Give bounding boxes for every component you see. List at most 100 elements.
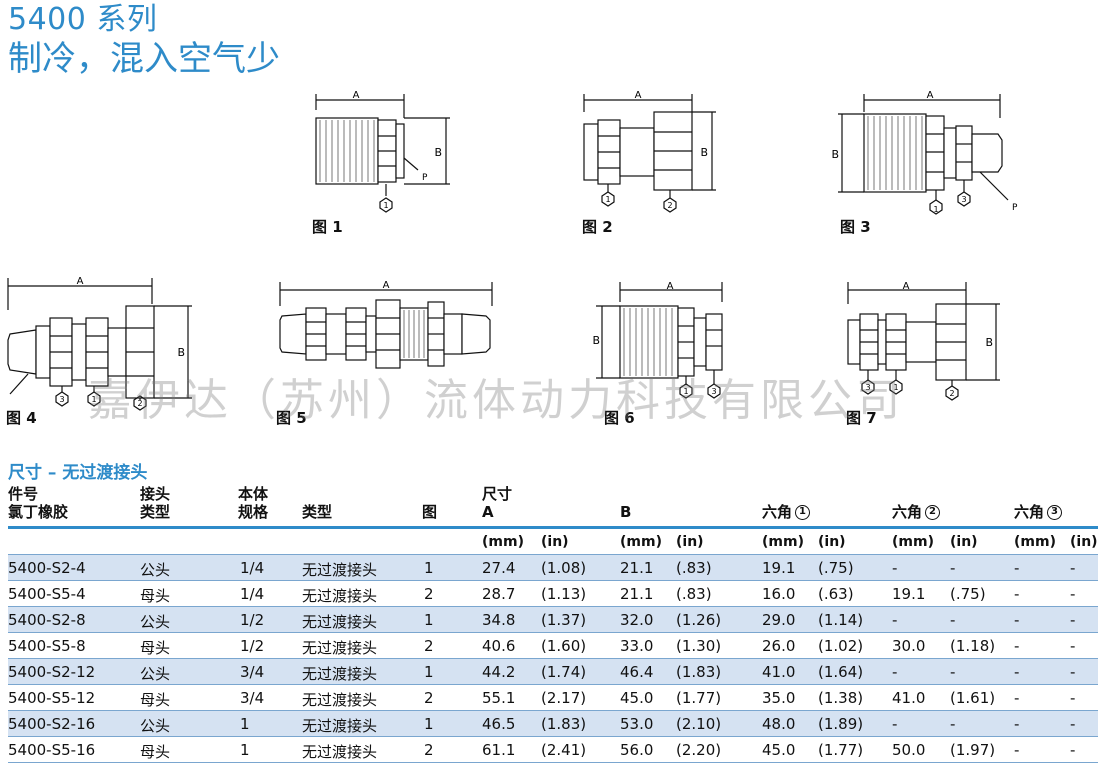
cell-h1-mm: 45.0 bbox=[762, 741, 796, 759]
cell-b-in: (2.20) bbox=[676, 741, 722, 759]
cell-end: 公头 bbox=[140, 613, 171, 631]
unit-h1-in: (in) bbox=[818, 534, 846, 550]
figure-2-hex-2: 2 bbox=[667, 201, 672, 210]
cell-a-in: (1.13) bbox=[541, 585, 587, 603]
figure-6-caption: 图 6 bbox=[604, 409, 635, 427]
cell-h3-in: - bbox=[1070, 715, 1076, 733]
figure-3-hex-1: 1 bbox=[933, 205, 938, 214]
cell-b-in: (.83) bbox=[676, 559, 712, 577]
cell-h3-in: - bbox=[1070, 663, 1076, 681]
cell-end: 公头 bbox=[140, 717, 171, 735]
cell-h2-mm: - bbox=[892, 663, 898, 681]
cell-body: 1/4 bbox=[240, 585, 265, 603]
figure-4-dim-a: A bbox=[77, 276, 84, 287]
unit-a-mm: (mm) bbox=[482, 534, 524, 550]
cell-a-mm: 28.7 bbox=[482, 585, 516, 603]
cell-h2-mm: 19.1 bbox=[892, 585, 926, 603]
cell-h1-mm: 29.0 bbox=[762, 611, 796, 629]
cell-fig: 2 bbox=[424, 741, 434, 759]
header-type: 类型 bbox=[302, 503, 333, 521]
figure-6-hex-3: 3 bbox=[711, 387, 716, 396]
cell-h2-in: (1.18) bbox=[950, 637, 996, 655]
cell-end: 公头 bbox=[140, 561, 171, 579]
figure-3-hex-3: 3 bbox=[961, 195, 966, 204]
figure-7-dim-a: A bbox=[903, 281, 910, 292]
figure-7-hex-1: 1 bbox=[893, 383, 898, 392]
cell-body: 1/2 bbox=[240, 611, 265, 629]
cell-b-mm: 46.4 bbox=[620, 663, 654, 681]
cell-h3-in: - bbox=[1070, 559, 1076, 577]
figure-3-dim-b: B bbox=[831, 148, 839, 161]
cell-h2-in: - bbox=[950, 715, 956, 733]
cell-body: 1/4 bbox=[240, 559, 265, 577]
cell-body: 3/4 bbox=[240, 689, 265, 707]
table-row: 5400-S5-16 母头 1 无过渡接头 2 61.1 (2.41) 56.0… bbox=[8, 737, 1098, 763]
cell-h2-in: (1.97) bbox=[950, 741, 996, 759]
cell-part: 5400-S2-16 bbox=[8, 715, 96, 733]
figure-5-drawing: A bbox=[279, 280, 493, 369]
table-row: 5400-S5-4 母头 1/4 无过渡接头 2 28.7 (1.13) 21.… bbox=[8, 581, 1098, 607]
figure-1: A B P 1 图 1 bbox=[300, 88, 460, 236]
cell-h2-in: - bbox=[950, 559, 956, 577]
figure-4-hex-2: 2 bbox=[137, 399, 142, 408]
header-body-line2: 规格 bbox=[238, 503, 269, 521]
figure-2-drawing: A B 1 2 bbox=[583, 90, 716, 213]
cell-h2-mm: 50.0 bbox=[892, 741, 926, 759]
cell-body: 1 bbox=[240, 715, 250, 733]
unit-a-in: (in) bbox=[541, 534, 569, 550]
cell-type: 无过渡接头 bbox=[302, 561, 378, 579]
cell-a-in: (2.17) bbox=[541, 689, 587, 707]
figure-7-hex-2: 2 bbox=[949, 389, 954, 398]
cell-a-mm: 34.8 bbox=[482, 611, 516, 629]
figure-3: A B P 1 3 图 3 bbox=[830, 88, 1030, 236]
cell-h3-in: - bbox=[1070, 689, 1076, 707]
cell-fig: 2 bbox=[424, 585, 434, 603]
cell-h2-in: (1.61) bbox=[950, 689, 996, 707]
cell-b-mm: 32.0 bbox=[620, 611, 654, 629]
header-dim-a: A bbox=[482, 503, 494, 521]
unit-h2-in: (in) bbox=[950, 534, 978, 550]
unit-b-mm: (mm) bbox=[620, 534, 662, 550]
cell-h1-in: (1.38) bbox=[818, 689, 864, 707]
cell-b-in: (1.77) bbox=[676, 689, 722, 707]
cell-end: 母头 bbox=[140, 639, 171, 657]
header-hex-2-number: 2 bbox=[925, 505, 941, 520]
figure-2-dim-a: A bbox=[635, 90, 642, 101]
cell-h2-mm: 30.0 bbox=[892, 637, 926, 655]
cell-h3-mm: - bbox=[1014, 663, 1020, 681]
cell-h1-in: (1.77) bbox=[818, 741, 864, 759]
cell-h2-mm: - bbox=[892, 559, 898, 577]
cell-a-mm: 27.4 bbox=[482, 559, 516, 577]
header-fig: 图 bbox=[422, 503, 438, 521]
cell-type: 无过渡接头 bbox=[302, 639, 378, 657]
unit-h3-in: (in) bbox=[1070, 534, 1098, 550]
figure-5-caption: 图 5 bbox=[276, 409, 307, 427]
cell-h1-mm: 26.0 bbox=[762, 637, 796, 655]
figure-6: A B 1 3 图 6 bbox=[592, 280, 746, 427]
cell-h3-in: - bbox=[1070, 611, 1076, 629]
header-hex-3-number: 3 bbox=[1047, 505, 1063, 520]
cell-h3-in: - bbox=[1070, 637, 1076, 655]
cell-h3-mm: - bbox=[1014, 741, 1020, 759]
cell-fig: 1 bbox=[424, 611, 434, 629]
cell-a-mm: 46.5 bbox=[482, 715, 516, 733]
cell-b-in: (1.30) bbox=[676, 637, 722, 655]
cell-end: 公头 bbox=[140, 665, 171, 683]
cell-body: 1/2 bbox=[240, 637, 265, 655]
cell-h1-mm: 48.0 bbox=[762, 715, 796, 733]
title-block: 5400 系列 制冷，混入空气少 bbox=[8, 2, 280, 80]
figure-4-drawing: A B 3 1 2 bbox=[7, 276, 192, 411]
cell-a-in: (2.41) bbox=[541, 741, 587, 759]
cell-h2-mm: - bbox=[892, 611, 898, 629]
figure-1-dim-a: A bbox=[353, 90, 360, 101]
cell-part: 5400-S5-4 bbox=[8, 585, 86, 603]
cell-a-in: (1.83) bbox=[541, 715, 587, 733]
cell-b-in: (1.83) bbox=[676, 663, 722, 681]
header-part-line2: 氯丁橡胶 bbox=[8, 503, 69, 521]
cell-b-in: (.83) bbox=[676, 585, 712, 603]
unit-h3-mm: (mm) bbox=[1014, 534, 1056, 550]
cell-h2-mm: 41.0 bbox=[892, 689, 926, 707]
cell-h1-mm: 41.0 bbox=[762, 663, 796, 681]
cell-h3-mm: - bbox=[1014, 559, 1020, 577]
